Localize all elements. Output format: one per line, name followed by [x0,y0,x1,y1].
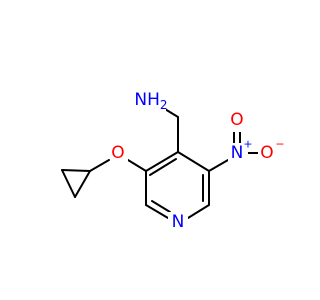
nitro-oxygen-charge: − [275,138,284,151]
molecule-structure: NH2 O N N + O O − [61,88,285,234]
bond-o-cp [89,159,110,172]
ring-nitrogen-label: N [172,212,185,232]
nitro-oxygen-top-label: O [230,110,243,130]
bond-c2-n1-double [151,200,171,213]
bond-n1-c6 [187,204,210,219]
bond-cp-c [61,169,76,198]
bond-cp-b [74,170,91,198]
nitro-oxygen-side-label: O [260,143,273,163]
bond-c3-o [127,159,147,172]
nitro-nitrogen-charge: + [243,138,252,151]
bond-c5-c4 [177,151,210,172]
bond-c2-n1 [145,204,169,219]
atom-labels: NH2 O N N + O O − [110,88,285,234]
amine-label: NH2 [134,90,167,112]
bond-c5-nitro-n [208,159,229,172]
bond-cp-a [61,169,91,172]
ether-oxygen-label: O [111,143,124,163]
bonds [61,105,259,219]
nitro-nitrogen-label: N [231,143,244,163]
bond-c4-c3-double [149,158,177,176]
bond-c4-c3 [145,151,179,172]
